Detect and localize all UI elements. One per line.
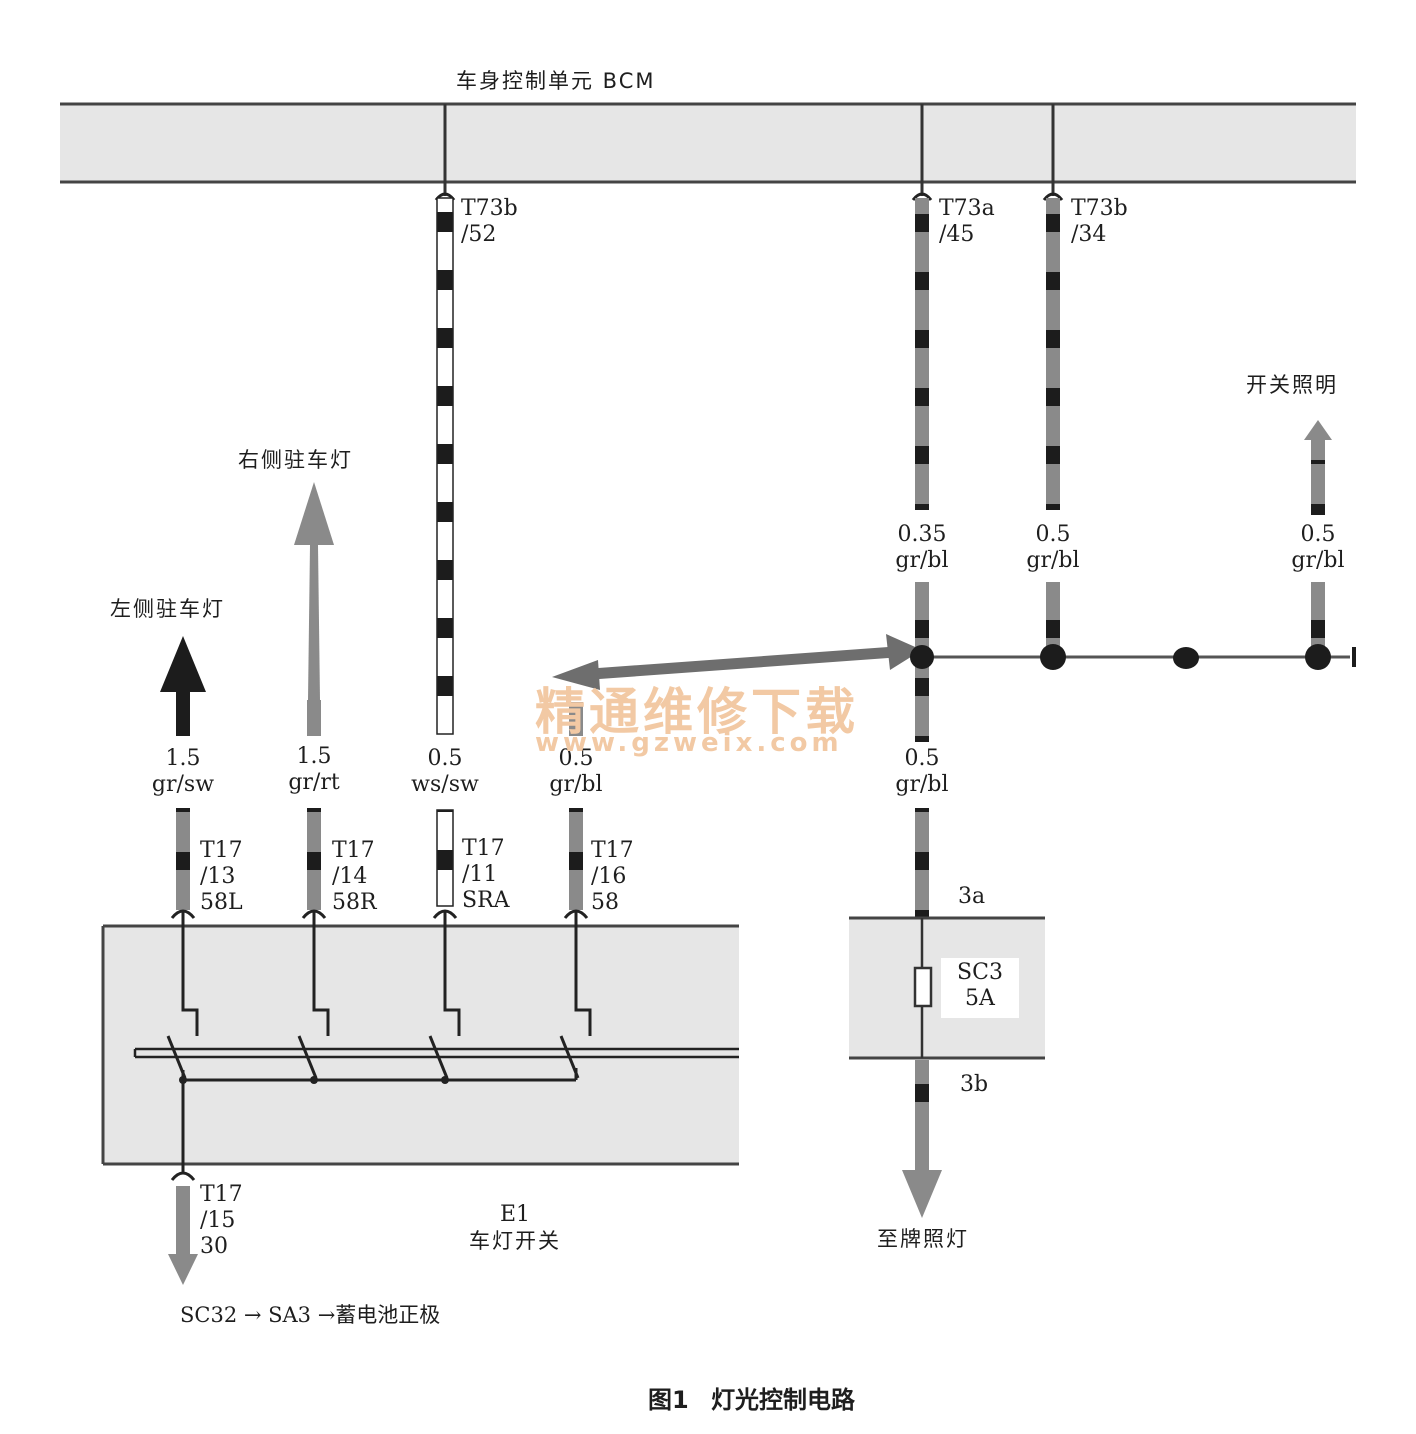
connector-t17-15: T17 /15 30	[200, 1182, 243, 1259]
connector-name: T73a	[939, 196, 995, 221]
junction-dot	[1173, 647, 1199, 669]
fuse-label: SC3 5A	[942, 960, 1018, 1012]
connector-t73a-45: T73a /45	[939, 196, 995, 248]
watermark-url: www.gzweix.com	[535, 728, 843, 758]
label-left-parking: 左侧驻车灯	[110, 597, 225, 621]
switch-node	[441, 1076, 449, 1084]
caption-prefix: 图1	[648, 1386, 689, 1414]
switch-label: E1 车灯开关	[440, 1202, 590, 1254]
switch-node	[179, 1076, 187, 1084]
bcm-module-bar	[60, 102, 1356, 196]
connector-t17-13: T17 /13 58L	[200, 838, 243, 915]
wire-left-parking	[176, 808, 190, 910]
wire-58	[569, 808, 583, 910]
connector-t73b-34: T73b /34	[1071, 196, 1128, 248]
terminal-t73a-45	[911, 192, 933, 201]
connector-name: T73b	[1071, 196, 1128, 221]
junction-dot	[910, 645, 934, 669]
fuse-terminal-3a: 3a	[958, 884, 986, 909]
terminal-t17-15	[170, 1171, 196, 1181]
watermark-title: 精通维修下载	[535, 683, 859, 741]
wire-label-illum: 0.5 gr/bl	[1291, 522, 1345, 573]
switch-node	[310, 1076, 318, 1084]
arrow-right-parking	[294, 482, 334, 736]
connector-t17-16: T17 /16 58	[591, 838, 634, 915]
wire-fuse-out	[915, 1060, 929, 1130]
fuse-rating: 5A	[965, 986, 995, 1011]
junction-dot	[1305, 644, 1331, 670]
fuse-terminal-3b: 3b	[960, 1072, 989, 1097]
junction-dot	[1040, 644, 1066, 670]
switch-internal-wiring	[133, 912, 739, 1172]
connector-pin: /34	[1071, 222, 1107, 247]
wire-label-58: 0.5 gr/bl	[549, 746, 603, 797]
switch-id: E1	[499, 1202, 531, 1227]
wire-label-a45: 0.35 gr/bl	[895, 522, 949, 573]
e1-switch-box	[101, 924, 739, 1166]
wire-58-top	[569, 702, 583, 736]
label-right-parking: 右侧驻车灯	[238, 448, 353, 472]
arrow-license-lamp	[902, 1128, 942, 1218]
figure-caption: 图1 灯光控制电路	[648, 1380, 855, 1415]
wire-label-sra: 0.5 ws/sw	[411, 746, 479, 797]
arrow-supply	[168, 1186, 198, 1285]
connector-t17-14: T17 /14 58R	[332, 838, 377, 915]
terminal-t17-13	[170, 909, 196, 919]
terminal-t73b-34	[1042, 192, 1064, 201]
label-license-lamp: 至牌照灯	[877, 1227, 969, 1251]
bus-end-mark	[1352, 647, 1356, 667]
connector-pin: /45	[939, 222, 975, 247]
wire-label-left: 1.5 gr/sw	[151, 746, 215, 797]
wire-b34	[1046, 198, 1060, 658]
connector-t73b-52: T73b /52	[461, 196, 518, 248]
wire-label-fuse: 0.5 gr/bl	[895, 746, 949, 797]
fuse-symbol	[913, 966, 933, 1008]
wire-label-right: 1.5 gr/rt	[288, 744, 340, 795]
fuse-id: SC3	[957, 960, 1003, 985]
terminal-t17-11	[432, 909, 458, 919]
wire-ws-sw	[436, 197, 454, 907]
double-arrow-link	[552, 634, 922, 690]
connector-name: T73b	[461, 196, 518, 221]
supply-label: SC32 → SA3 →蓄电池正极	[180, 1303, 441, 1327]
arrow-left-parking	[160, 636, 206, 736]
bcm-title: 车身控制单元 BCM	[456, 69, 656, 93]
connector-t17-11: T17 /11 SRA	[462, 836, 510, 913]
terminal-t17-16	[563, 909, 589, 919]
wire-label-b34: 0.5 gr/bl	[1026, 522, 1080, 573]
arrow-switch-illumination	[1304, 420, 1332, 460]
switch-name: 车灯开关	[469, 1229, 561, 1253]
fuse-box	[849, 916, 1045, 1060]
wire-illum	[1311, 455, 1325, 658]
connector-pin: /52	[461, 222, 497, 247]
wire-right-parking	[307, 808, 321, 910]
caption-title: 灯光控制电路	[711, 1386, 856, 1414]
label-switch-illumination: 开关照明	[1246, 373, 1338, 397]
terminal-t17-14	[301, 909, 327, 919]
